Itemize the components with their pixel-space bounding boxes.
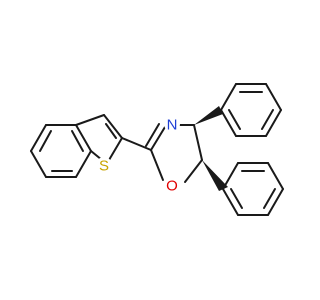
sulfur-atom: S: [96, 157, 112, 175]
structure-canvas: S N O: [30, 83, 284, 216]
oxygen-atom: O: [164, 177, 180, 195]
lower-phenyl-ring: [222, 162, 284, 216]
linking-bond: [121, 137, 152, 151]
upper-phenyl-ring: [220, 83, 282, 137]
benzothiophene-benzene-ring: [30, 124, 92, 178]
oxygen-label: O: [166, 178, 178, 195]
sulfur-label: S: [99, 158, 109, 175]
molecule-drawing: S N O: [30, 83, 284, 216]
oxazoline-ring: [145, 123, 203, 183]
wedge-bond-upper: [194, 106, 223, 125]
nitrogen-atom: N: [164, 116, 180, 134]
nitrogen-label: N: [167, 117, 178, 134]
wedge-bond-lower: [202, 160, 228, 191]
